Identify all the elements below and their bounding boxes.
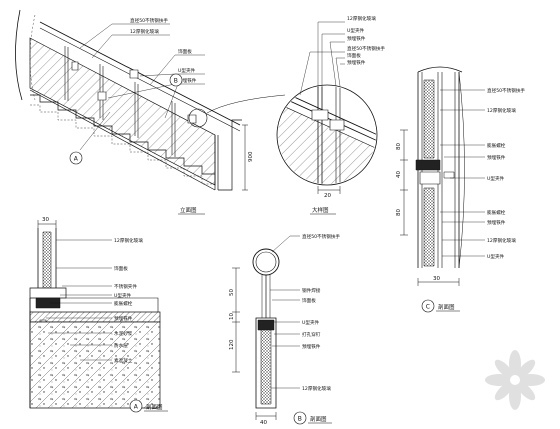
section-c-label-6: 预埋铁件 (487, 219, 506, 226)
elevation-bubble-a: A (74, 155, 79, 162)
section-b-label-1: 钢件焊接 (302, 287, 321, 294)
section-c-dim-2: 80 (396, 209, 402, 216)
elevation-label-3: U型夹件 (178, 67, 196, 74)
section-a-label-3: U型夹件 (114, 292, 132, 299)
section-a-label-2: 不锈钢夹件 (114, 283, 137, 290)
section-a-label-1: 饰面板 (114, 265, 128, 272)
section-c-label-0: 直径50不锈钢扶手 (487, 87, 525, 94)
section-b-dim-2: 120 (229, 339, 235, 350)
section-c-label-1: 12厚钢化玻璃 (487, 107, 516, 114)
section-a-label-8: 素混凝土 (114, 357, 133, 364)
detail-b-width-dim: 20 (324, 193, 331, 199)
section-a-bubble: A (134, 403, 139, 410)
section-b-label-4: 打孔穿钉 (302, 331, 321, 338)
section-c-dim-1: 40 (396, 171, 402, 178)
section-c-label-4: U型夹件 (487, 175, 505, 182)
detail-b-label-3: 直径50不锈钢扶手 (347, 45, 385, 52)
section-b-label-2: 饰面板 (302, 297, 316, 304)
section-b-bubble: B (298, 415, 302, 422)
elevation-label-0: 直径50不锈钢扶手 (130, 17, 168, 24)
elevation-label-4: 预埋铁件 (178, 77, 197, 84)
section-a-label-6: 水泥砂浆 (114, 330, 133, 337)
section-c-bubble: C (426, 303, 430, 310)
section-a-label-4: 膨胀螺栓 (114, 300, 133, 307)
section-c-label-7: 12厚钢化玻璃 (487, 237, 516, 244)
detail-b-label-1: U型夹件 (347, 27, 365, 34)
section-b-width-dim: 40 (260, 420, 267, 426)
section-b-view: 50 10 120 40 直径50不锈钢扶手 钢件焊接 饰面板 U型夹件 打孔穿… (229, 233, 340, 426)
section-a-label-5: 预埋铁件 (114, 315, 133, 322)
elevation-label-1: 12厚钢化玻璃 (130, 28, 159, 35)
section-a-view: 30 12厚钢化玻璃 饰面板 不锈钢夹件 U型夹件 膨胀螺栓 (30, 217, 168, 412)
section-c-title: 剖面图 (438, 303, 455, 311)
section-b-label-0: 直径50不锈钢扶手 (302, 233, 340, 240)
detail-b-view: 20 12厚钢化玻璃 U型夹件 预埋铁件 直径50不锈钢扶手 饰面板 预埋铁件 … (270, 15, 385, 214)
detail-b-title: 大样图 (312, 206, 329, 214)
elevation-bubble-b: B (174, 77, 178, 84)
section-b-label-3: U型夹件 (302, 319, 320, 326)
watermark-logo (485, 350, 545, 410)
section-a-title: 剖面图 (146, 403, 163, 411)
detail-b-label-0: 12厚钢化玻璃 (347, 15, 376, 22)
section-c-label-8: U型夹件 (487, 253, 505, 260)
elevation-view: 900 直径50不锈钢扶手 12厚钢化玻璃 饰面板 U型夹件 预埋铁件 A B … (15, 10, 285, 214)
section-c-dim-0: 80 (396, 143, 402, 150)
section-c-width-dim: 30 (433, 276, 440, 282)
section-c-view: 80 40 80 30 直径50不锈钢扶手 12厚钢化玻璃 膨胀螺栓 预埋铁件 … (396, 67, 525, 312)
section-c-label-2: 膨胀螺栓 (487, 142, 506, 149)
section-c-label-5: 膨胀螺栓 (487, 209, 506, 216)
elevation-height-dim: 900 (248, 151, 254, 162)
section-c-label-3: 预埋铁件 (487, 154, 506, 161)
section-b-label-5: 预埋铁件 (302, 343, 321, 350)
detail-b-label-2: 预埋铁件 (347, 35, 366, 42)
detail-b-label-4: 饰面板 (347, 52, 361, 59)
section-b-dim-1: 50 (229, 289, 235, 296)
elevation-label-2: 饰面板 (178, 48, 192, 55)
section-b-title: 剖面图 (310, 415, 327, 423)
section-b-label-6: 12厚钢化玻璃 (302, 385, 331, 392)
elevation-title: 立面图 (180, 206, 197, 214)
section-b-dim-0: 10 (229, 313, 235, 320)
detail-b-label-5: 预埋铁件 (347, 59, 366, 66)
section-a-width-dim: 30 (42, 217, 49, 223)
section-a-label-0: 12厚钢化玻璃 (114, 237, 143, 244)
section-a-label-7: 防水层 (114, 342, 128, 349)
